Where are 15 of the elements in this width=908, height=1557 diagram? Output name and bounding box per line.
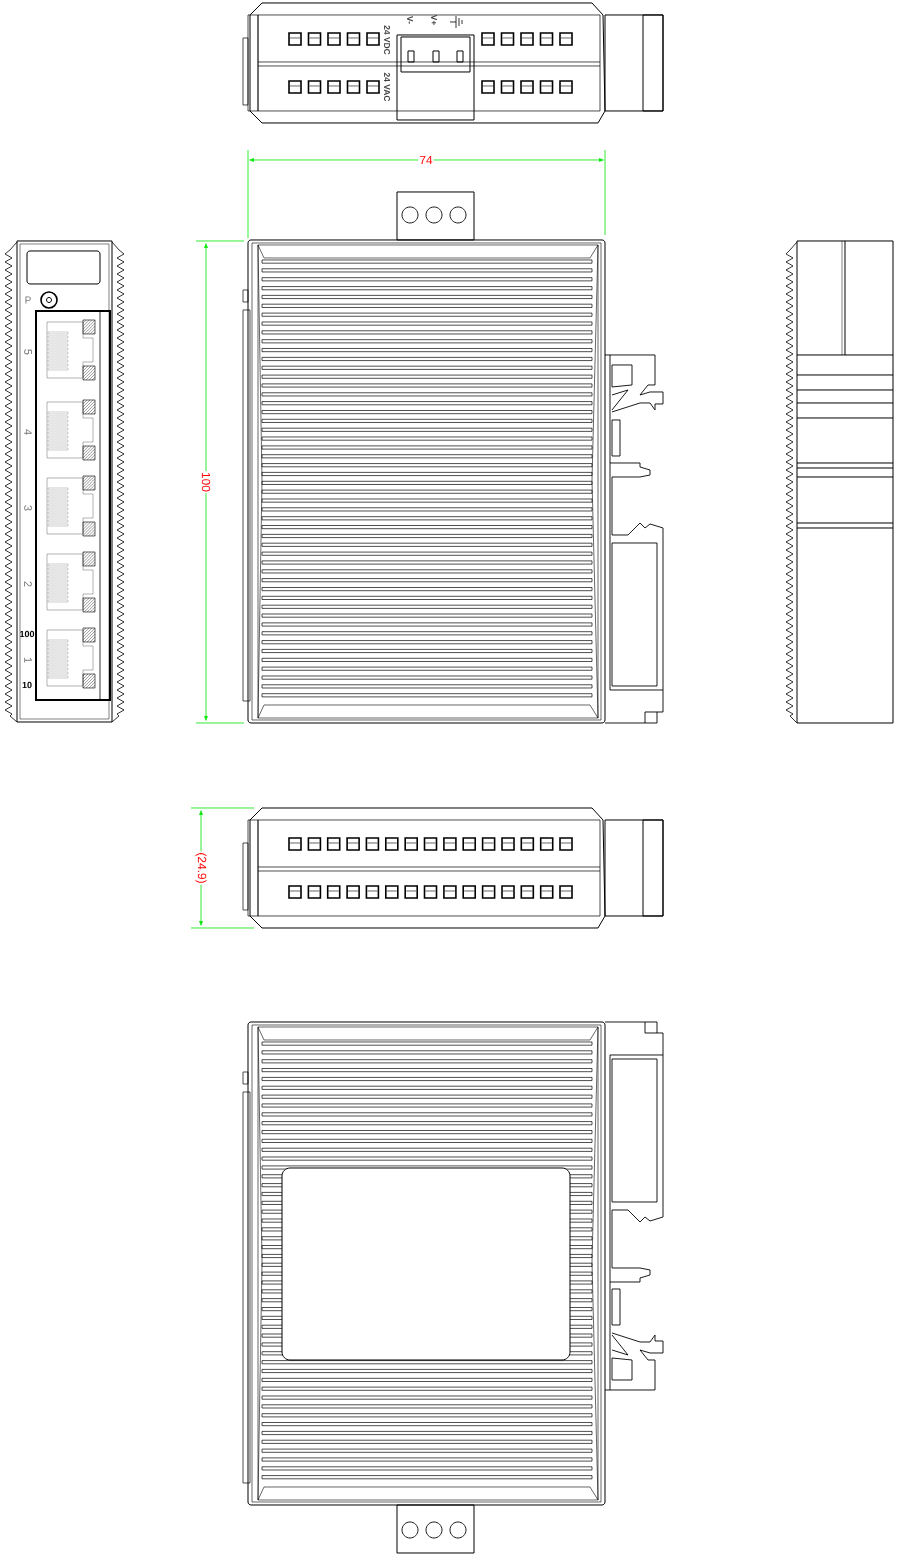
speed-label: 100 — [20, 630, 35, 638]
dimension-label: 100 — [200, 471, 212, 493]
led-label: P — [25, 296, 31, 304]
speed-label: 10 — [22, 681, 32, 689]
port-number: 1 — [24, 657, 32, 663]
dimension-label: 74 — [418, 154, 434, 166]
terminal-label: V- — [407, 16, 413, 24]
port-number: 4 — [24, 429, 32, 435]
dimension-label: (24.9) — [194, 851, 208, 885]
port-number: 5 — [24, 349, 32, 355]
terminal-label: 24 VDC — [384, 25, 390, 55]
port-number: 2 — [24, 581, 32, 587]
port-number: 3 — [24, 505, 32, 511]
terminal-label: 24 VAC — [384, 72, 390, 102]
terminal-label: V+ — [431, 14, 437, 25]
